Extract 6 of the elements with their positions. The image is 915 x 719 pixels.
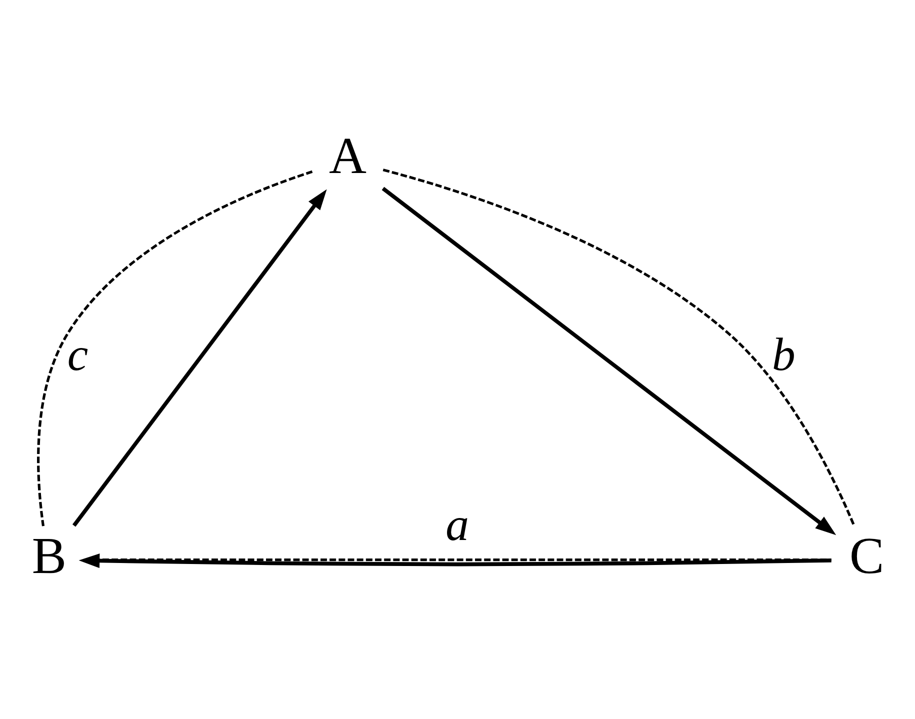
node-text: C — [848, 527, 884, 584]
node-text: A — [328, 128, 366, 185]
edge-label: c — [66, 328, 88, 381]
edge-label: b — [772, 328, 795, 381]
edge-label: a — [445, 498, 469, 551]
node-text: B — [31, 527, 66, 584]
